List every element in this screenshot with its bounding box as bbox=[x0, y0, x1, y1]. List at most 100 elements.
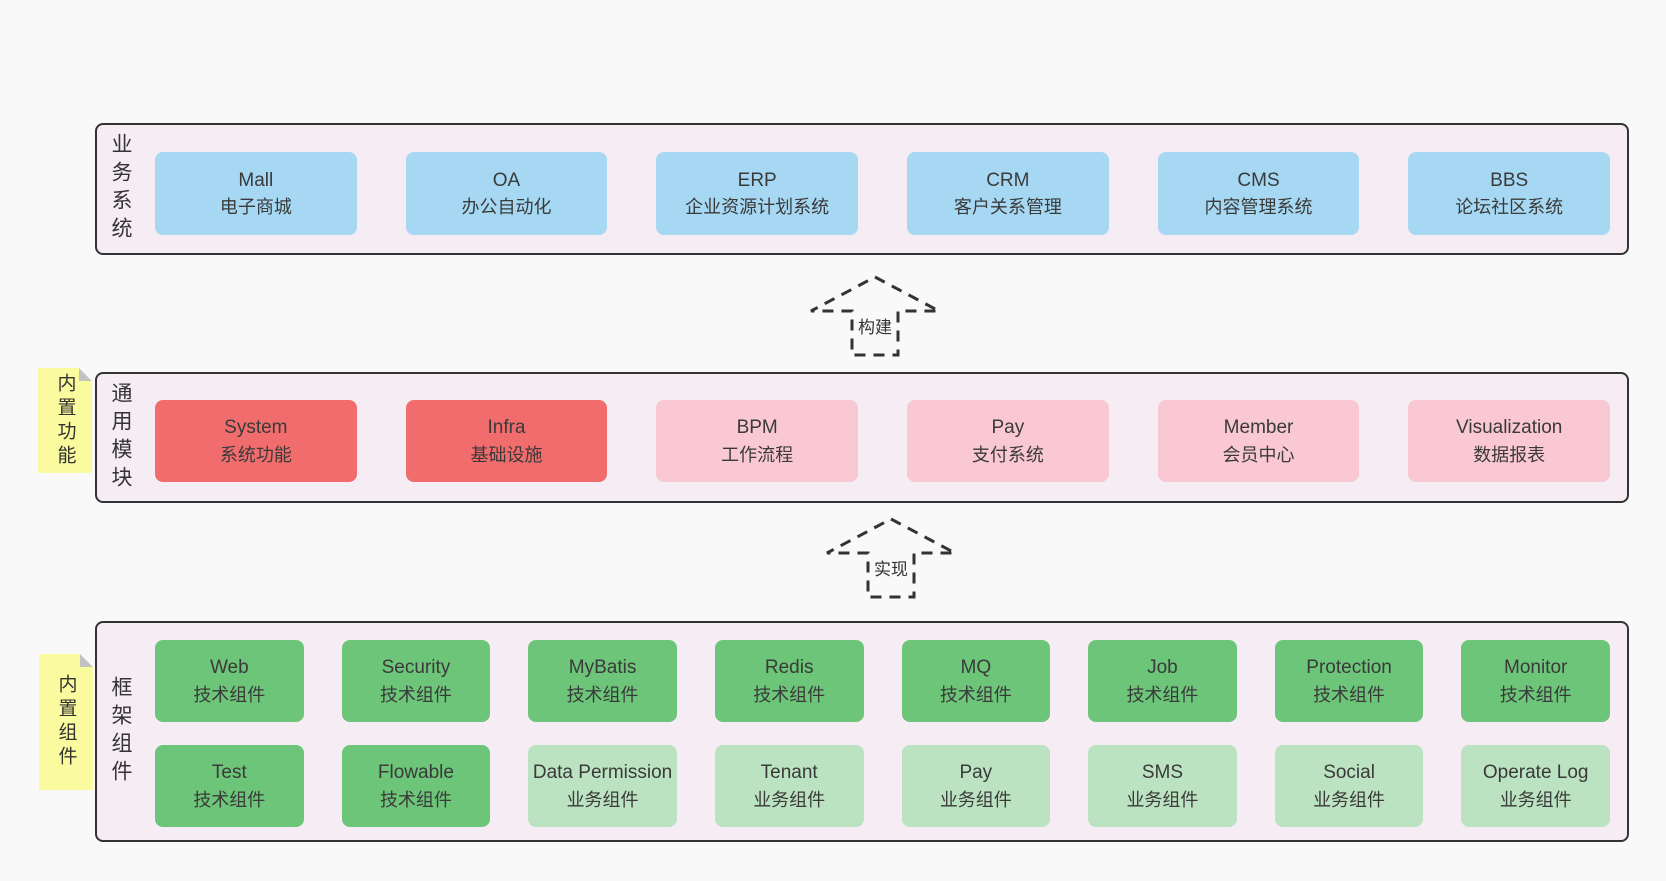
box-desc: 技术组件 bbox=[1126, 684, 1199, 705]
box-name: Protection bbox=[1306, 657, 1392, 679]
box-name: ERP bbox=[737, 169, 777, 191]
box-desc: 技术组件 bbox=[939, 684, 1012, 705]
box-desc: 会员中心 bbox=[1222, 444, 1295, 465]
box-desc: 工作流程 bbox=[721, 444, 794, 465]
box-flowable: Flowable 技术组件 bbox=[341, 745, 491, 827]
box-bpm: BPM 工作流程 bbox=[656, 400, 859, 482]
box-desc: 技术组件 bbox=[379, 789, 452, 810]
sticky-text: 内置功能 bbox=[54, 372, 76, 469]
folded-corner-icon bbox=[80, 654, 93, 667]
box-name: Pay bbox=[959, 762, 993, 784]
box-crm: CRM 客户关系管理 bbox=[907, 152, 1109, 235]
box-name: Monitor bbox=[1504, 657, 1568, 679]
layer-framework-components: 框架组件 Web 技术组件 Security 技术组件 MyBatis 技术组件… bbox=[95, 621, 1629, 842]
box-desc: 业务组件 bbox=[1126, 789, 1199, 810]
box-desc: 技术组件 bbox=[1313, 684, 1386, 705]
box-desc: 技术组件 bbox=[193, 789, 266, 810]
build-arrow-label: 构建 bbox=[855, 313, 895, 338]
box-desc: 业务组件 bbox=[1499, 789, 1572, 810]
box-infra: Infra 基础设施 bbox=[405, 400, 608, 482]
box-name: BBS bbox=[1490, 169, 1529, 191]
box-name: BPM bbox=[736, 417, 778, 439]
box-data-permission: Data Permission 业务组件 bbox=[528, 745, 677, 827]
box-mq: MQ 技术组件 bbox=[901, 640, 1051, 722]
box-name: SMS bbox=[1141, 762, 1184, 784]
box-name: Mall bbox=[238, 169, 274, 191]
box-sms: SMS 业务组件 bbox=[1088, 745, 1237, 827]
business-box-row: Mall 电子商城 OA 办公自动化 ERP 企业资源计划系统 CRM 客户关系… bbox=[155, 152, 1611, 235]
box-name: MQ bbox=[960, 657, 992, 679]
box-desc: 技术组件 bbox=[193, 684, 266, 705]
box-name: Social bbox=[1323, 762, 1375, 784]
box-mall: Mall 电子商城 bbox=[155, 152, 357, 235]
box-name: Operate Log bbox=[1482, 762, 1589, 784]
box-mybatis: MyBatis 技术组件 bbox=[528, 640, 677, 722]
box-name: Web bbox=[209, 657, 249, 679]
box-desc: 企业资源计划系统 bbox=[685, 197, 830, 218]
folded-corner-icon bbox=[79, 368, 92, 381]
implement-arrow: 实现 bbox=[824, 516, 958, 600]
layer-business-systems: 业务系统 Mall 电子商城 OA 办公自动化 ERP 企业资源计划系统 CRM… bbox=[95, 123, 1629, 255]
box-desc: 业务组件 bbox=[1313, 789, 1386, 810]
box-name: Tenant bbox=[760, 762, 818, 784]
box-name: OA bbox=[492, 169, 521, 191]
box-protection: Protection 技术组件 bbox=[1274, 640, 1424, 722]
layer-label-business: 业务系统 bbox=[109, 133, 132, 245]
box-desc: 客户关系管理 bbox=[953, 197, 1062, 218]
box-system: System 系统功能 bbox=[155, 400, 357, 482]
box-desc: 业务组件 bbox=[566, 789, 639, 810]
sticky-note-builtin-components: 内置组件 bbox=[39, 654, 93, 790]
box-bbs: BBS 论坛社区系统 bbox=[1408, 152, 1611, 235]
components-row-1: Web 技术组件 Security 技术组件 MyBatis 技术组件 Redi… bbox=[155, 640, 1610, 722]
box-web: Web 技术组件 bbox=[155, 640, 304, 722]
box-name: CRM bbox=[986, 169, 1030, 191]
layer-label-components: 框架组件 bbox=[109, 675, 132, 788]
box-social: Social 业务组件 bbox=[1274, 745, 1424, 827]
box-erp: ERP 企业资源计划系统 bbox=[656, 152, 859, 235]
implement-arrow-label: 实现 bbox=[871, 555, 911, 580]
modules-box-row: System 系统功能 Infra 基础设施 BPM 工作流程 Pay 支付系统… bbox=[155, 400, 1611, 482]
box-name: Test bbox=[211, 762, 247, 784]
box-name: Security bbox=[381, 657, 451, 679]
box-name: CMS bbox=[1237, 169, 1280, 191]
box-member: Member 会员中心 bbox=[1157, 400, 1360, 482]
box-desc: 业务组件 bbox=[939, 789, 1012, 810]
box-monitor: Monitor 技术组件 bbox=[1461, 640, 1610, 722]
box-desc: 基础设施 bbox=[470, 444, 543, 465]
box-name: Data Permission bbox=[532, 762, 673, 784]
box-operate-log: Operate Log 业务组件 bbox=[1461, 745, 1610, 827]
box-job: Job 技术组件 bbox=[1088, 640, 1237, 722]
build-arrow: 构建 bbox=[808, 274, 942, 358]
box-desc: 技术组件 bbox=[566, 684, 639, 705]
box-desc: 数据报表 bbox=[1473, 444, 1546, 465]
box-desc: 技术组件 bbox=[379, 684, 452, 705]
box-desc: 办公自动化 bbox=[461, 197, 552, 218]
box-redis: Redis 技术组件 bbox=[714, 640, 864, 722]
box-name: Member bbox=[1223, 417, 1294, 439]
layer-label-modules: 通用模块 bbox=[109, 381, 132, 494]
box-pay-component: Pay 业务组件 bbox=[901, 745, 1051, 827]
box-name: Redis bbox=[764, 657, 814, 679]
box-desc: 支付系统 bbox=[971, 444, 1044, 465]
box-name: Flowable bbox=[377, 762, 454, 784]
box-name: Job bbox=[1147, 657, 1178, 679]
box-name: System bbox=[224, 417, 288, 439]
box-test: Test 技术组件 bbox=[155, 745, 304, 827]
box-visualization: Visualization 数据报表 bbox=[1408, 400, 1611, 482]
box-desc: 系统功能 bbox=[219, 444, 292, 465]
box-desc: 论坛社区系统 bbox=[1455, 197, 1564, 218]
box-desc: 技术组件 bbox=[1499, 684, 1572, 705]
box-desc: 内容管理系统 bbox=[1204, 197, 1313, 218]
box-desc: 技术组件 bbox=[753, 684, 826, 705]
box-desc: 业务组件 bbox=[753, 789, 826, 810]
box-desc: 电子商城 bbox=[219, 197, 292, 218]
box-name: Pay bbox=[991, 417, 1025, 439]
sticky-note-builtin-features: 内置功能 bbox=[38, 368, 92, 473]
layer-common-modules: 通用模块 System 系统功能 Infra 基础设施 BPM 工作流程 Pay… bbox=[95, 372, 1629, 503]
box-pay-system: Pay 支付系统 bbox=[907, 400, 1109, 482]
box-oa: OA 办公自动化 bbox=[405, 152, 608, 235]
box-name: Visualization bbox=[1456, 417, 1563, 439]
sticky-text: 内置组件 bbox=[55, 674, 77, 770]
box-security: Security 技术组件 bbox=[341, 640, 491, 722]
